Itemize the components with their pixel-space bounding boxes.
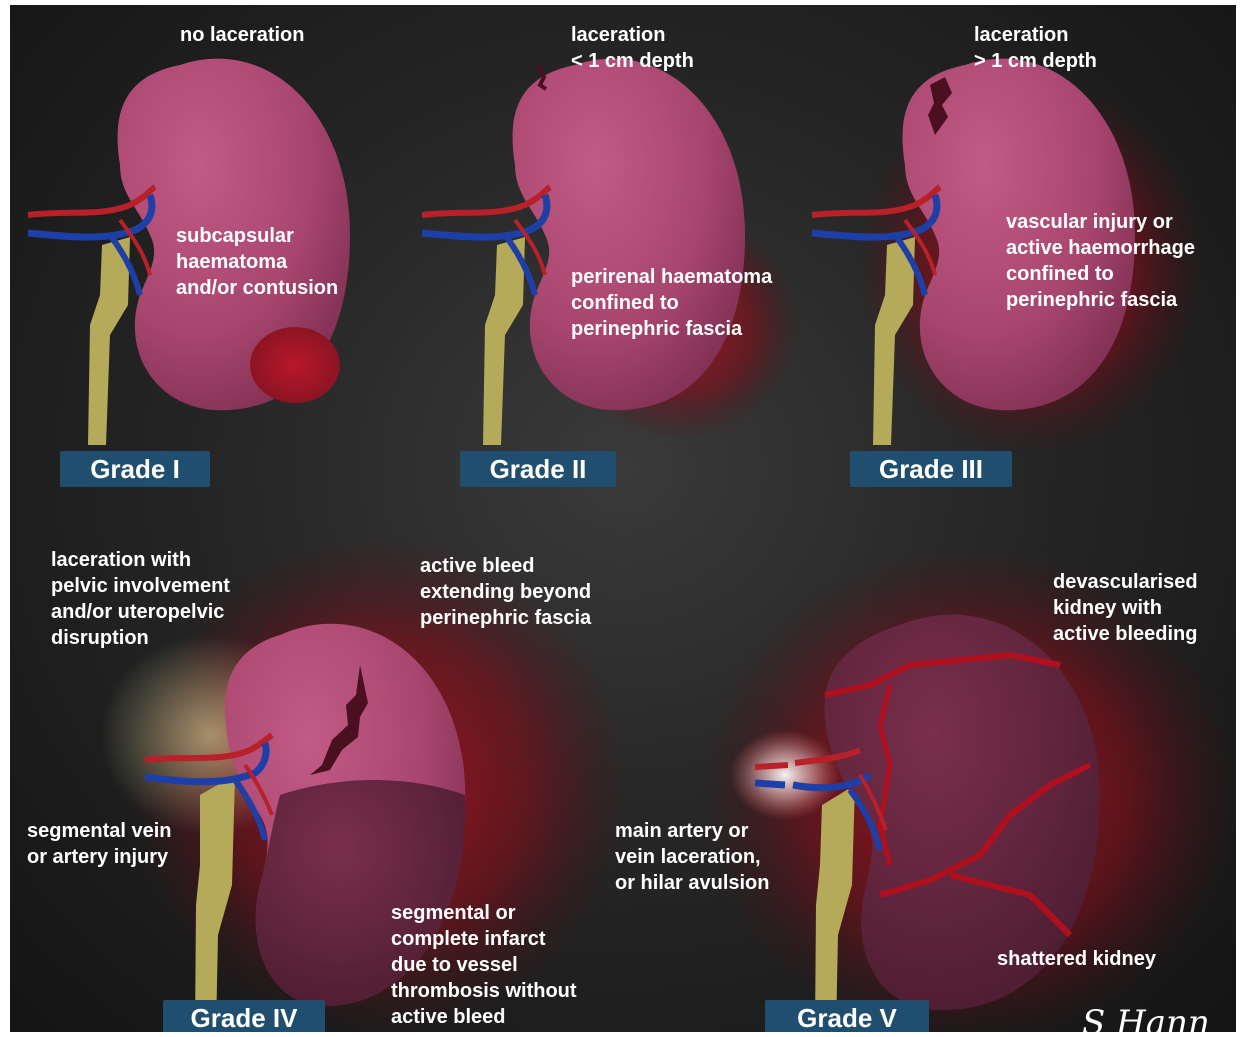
grade-2-illustration — [422, 59, 800, 445]
grade-1-top-note: no laceration — [180, 22, 304, 48]
label-line: vein laceration, — [615, 844, 769, 870]
ureter — [88, 237, 130, 445]
label-line: active bleed — [420, 553, 591, 579]
label-line: active haemorrhage — [1006, 235, 1195, 261]
label-line: segmental or — [391, 900, 577, 926]
kidney-injury-grading-diagram: no laceration subcapsular haematoma and/… — [10, 5, 1236, 1032]
label-line: or artery injury — [27, 844, 172, 870]
label-line: segmental vein — [27, 818, 172, 844]
label-line: laceration — [571, 22, 694, 48]
label-line: active bleed — [391, 1004, 577, 1030]
grade-2-description: perirenal haematoma confined to perineph… — [571, 264, 772, 342]
label-line: disruption — [51, 625, 230, 651]
label-line: no laceration — [180, 22, 304, 48]
label-line: subcapsular — [176, 223, 338, 249]
label-line: < 1 cm depth — [571, 48, 694, 74]
grade-3-badge: Grade III — [850, 451, 1012, 487]
label-line: or hilar avulsion — [615, 870, 769, 896]
label-line: confined to — [1006, 261, 1195, 287]
label-line: due to vessel — [391, 952, 577, 978]
label-line: and/or contusion — [176, 275, 338, 301]
grade-4-pelvic-note: laceration with pelvic involvement and/o… — [51, 547, 230, 651]
label-line: perinephric fascia — [420, 605, 591, 631]
grade-3-description: vascular injury or active haemorrhage co… — [1006, 209, 1195, 313]
artist-signature: S Hann — [1082, 1003, 1210, 1032]
label-line: main artery or — [615, 818, 769, 844]
grade-1-description: subcapsular haematoma and/or contusion — [176, 223, 338, 301]
grade-2-badge: Grade II — [460, 451, 616, 487]
label-line: extending beyond — [420, 579, 591, 605]
label-line: thrombosis without — [391, 978, 577, 1004]
label-line: > 1 cm depth — [974, 48, 1097, 74]
grade-2-top-note: laceration < 1 cm depth — [571, 22, 694, 74]
label-line: perinephric fascia — [1006, 287, 1195, 313]
subcapsular-haematoma — [250, 327, 340, 403]
kidney — [513, 59, 746, 411]
label-line: perinephric fascia — [571, 316, 772, 342]
grade-4-vessel-note: segmental vein or artery injury — [27, 818, 172, 870]
grade-1-badge: Grade I — [60, 451, 210, 487]
label-line: and/or uteropelvic — [51, 599, 230, 625]
grade-4-infarct-note: segmental or complete infarct due to ves… — [391, 900, 577, 1030]
label-line: active bleeding — [1053, 621, 1198, 647]
label-line: perirenal haematoma — [571, 264, 772, 290]
label-line: laceration with — [51, 547, 230, 573]
grade-4-bleed-note: active bleed extending beyond perinephri… — [420, 553, 591, 631]
label-line: confined to — [571, 290, 772, 316]
ureter — [483, 237, 525, 445]
label-line: laceration — [974, 22, 1097, 48]
label-line: vascular injury or — [1006, 209, 1195, 235]
grade-5-shattered-note: shattered kidney — [997, 946, 1156, 972]
label-line: pelvic involvement — [51, 573, 230, 599]
grade-5-hilar-note: main artery or vein laceration, or hilar… — [615, 818, 769, 896]
label-line: kidney with — [1053, 595, 1198, 621]
grade-3-top-note: laceration > 1 cm depth — [974, 22, 1097, 74]
label-line: haematoma — [176, 249, 338, 275]
grade-4-badge: Grade IV — [163, 1000, 325, 1032]
label-line: shattered kidney — [997, 946, 1156, 972]
grade-5-badge: Grade V — [765, 1000, 929, 1032]
grade-5-devascularised-note: devascularised kidney with active bleedi… — [1053, 569, 1198, 647]
label-line: complete infarct — [391, 926, 577, 952]
label-line: devascularised — [1053, 569, 1198, 595]
